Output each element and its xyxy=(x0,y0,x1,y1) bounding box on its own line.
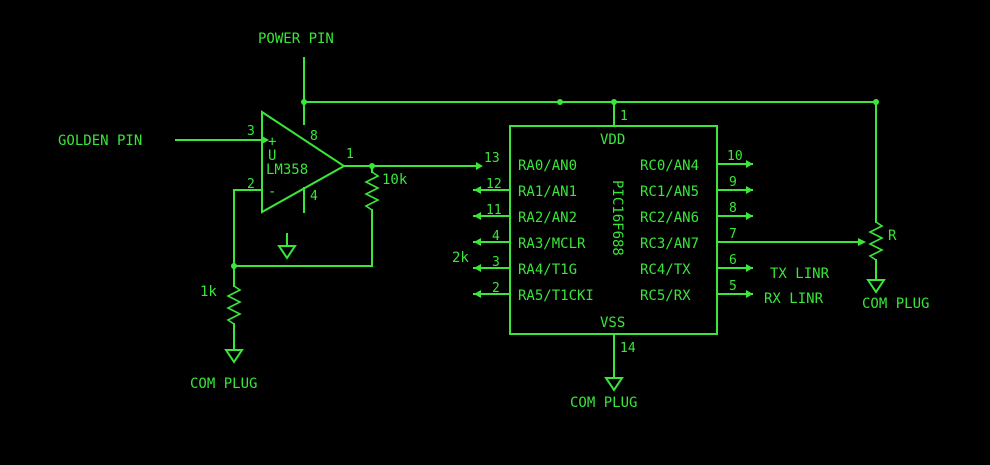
mcu-right-pins xyxy=(716,160,859,298)
mcu-pin-5-num: 5 xyxy=(729,279,737,294)
mcu-pin-ra5: RA5/T1CKI xyxy=(518,288,594,304)
opamp-name: LM358 xyxy=(266,162,308,178)
mcu-pin-8-num: 8 xyxy=(729,201,737,216)
opamp-minus-sign: - xyxy=(268,184,276,200)
junction-dot xyxy=(557,99,563,105)
opamp-pin-2: 2 xyxy=(247,177,255,192)
rx-line-label: RX LINR xyxy=(764,291,824,307)
potentiometer xyxy=(858,221,886,294)
opamp-pin-3: 3 xyxy=(247,124,255,139)
mcu-pin-rc4: RC4/TX xyxy=(640,262,691,278)
mcu-pin-ra3: RA3/MCLR xyxy=(518,236,586,252)
mcu-pin-ra2: RA2/AN2 xyxy=(518,210,577,226)
junction-dot xyxy=(301,99,307,105)
mcu-left-pins xyxy=(473,186,511,298)
opamp-unit-label: U xyxy=(268,148,276,164)
tx-line-label: TX LINR xyxy=(770,266,830,282)
mcu-vdd-label: VDD xyxy=(600,132,625,148)
power-wires xyxy=(303,57,877,223)
junction-dot xyxy=(231,263,237,269)
com-plug-mid-label: COM PLUG xyxy=(570,395,637,411)
mcu-vdd-pin: 1 xyxy=(620,109,628,124)
mcu-pin-9-num: 9 xyxy=(729,175,737,190)
mcu-pin-13-num: 13 xyxy=(484,151,500,166)
mcu-pin-ra1: RA1/AN1 xyxy=(518,184,577,200)
mcu-pin-rc1: RC1/AN5 xyxy=(640,184,699,200)
resistor-10k xyxy=(364,171,380,211)
opamp-plus-sign: + xyxy=(268,134,276,150)
mcu-pin-7-num: 7 xyxy=(729,227,737,242)
mcu-pin-2-num: 2 xyxy=(492,281,500,296)
mcu-name: PIC16F688 xyxy=(609,180,625,256)
mcu-pin-6-num: 6 xyxy=(729,253,737,268)
mcu-pin-11-num: 11 xyxy=(486,203,502,218)
opamp-pin-1: 1 xyxy=(346,147,354,162)
mcu-pin-rc2: RC2/AN6 xyxy=(640,210,699,226)
mcu-pin-12-num: 12 xyxy=(486,177,502,192)
mcu-pin-rc0: RC0/AN4 xyxy=(640,158,699,174)
mcu-vss-pin: 14 xyxy=(620,341,636,356)
power-pin-label: POWER PIN xyxy=(258,31,334,47)
junction-dot xyxy=(873,99,879,105)
pot-label: R xyxy=(888,228,897,244)
ground-symbol xyxy=(224,349,244,364)
mcu-pin-rc5: RC5/RX xyxy=(640,288,691,304)
com-plug-right-label: COM PLUG xyxy=(862,296,929,312)
mcu-pin-rc3: RC3/AN7 xyxy=(640,236,699,252)
mcu-ground xyxy=(604,333,624,392)
resistor-1k-label: 1k xyxy=(200,284,217,300)
mcu-pin-3-num: 3 xyxy=(492,255,500,270)
feedback-wires xyxy=(233,162,483,287)
resistor-10k-label: 10k xyxy=(382,172,408,188)
opamp-pin-4: 4 xyxy=(310,189,318,204)
com-plug-left-label: COM PLUG xyxy=(190,376,257,392)
ra4-resistor-label: 2k xyxy=(452,250,469,266)
junction-dot xyxy=(611,99,617,105)
mcu-pin-4-num: 4 xyxy=(492,229,500,244)
mcu-vss-label: VSS xyxy=(600,315,625,331)
ground-symbol xyxy=(277,233,297,260)
golden-pin-label: GOLDEN PIN xyxy=(58,133,142,149)
mcu-pin-ra0: RA0/AN0 xyxy=(518,158,577,174)
junction-dot xyxy=(369,163,375,169)
golden-pin-wire xyxy=(175,136,269,144)
mcu-pin-ra4: RA4/T1G xyxy=(518,262,577,278)
resistor-1k xyxy=(226,285,242,325)
opamp-lm358 xyxy=(261,110,373,214)
opamp-pin-8: 8 xyxy=(310,129,318,144)
mcu-pin-10-num: 10 xyxy=(727,149,743,164)
